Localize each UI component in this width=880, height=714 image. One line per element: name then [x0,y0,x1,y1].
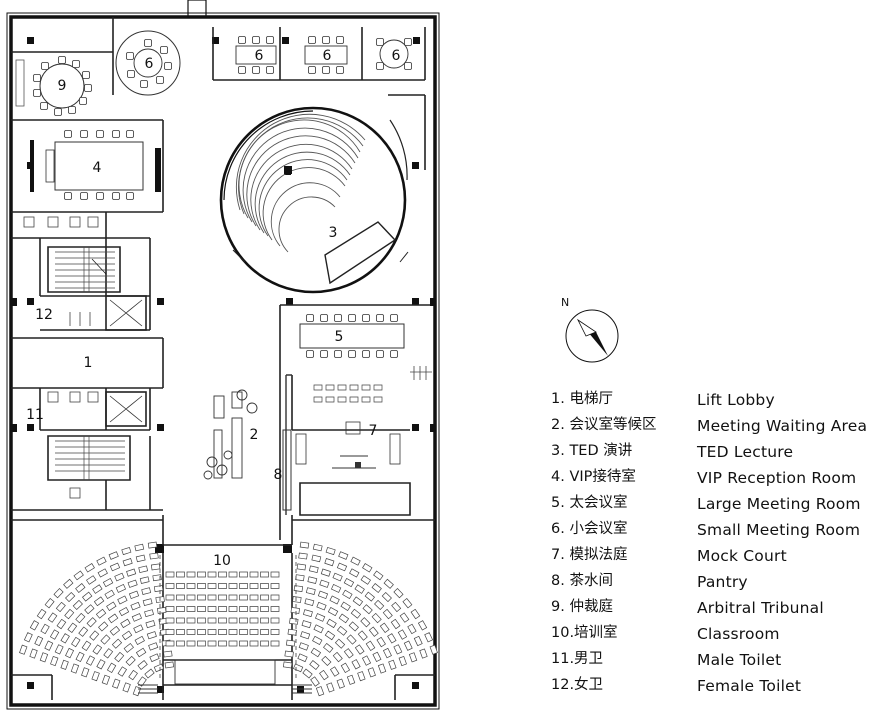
legend-item-chinese: 5. 太会议室 [551,495,628,511]
room-1-label: 1 [84,355,93,371]
legend-item-english: Male Toilet [697,651,782,669]
room-11-label: 11 [26,407,44,423]
legend-item: 12.女卫 Female Toilet [551,672,880,698]
room-4-label: 4 [93,160,102,176]
room-6a-label: 6 [145,56,154,72]
room-6b-label: 6 [255,48,264,64]
legend-item: 6. 小会议室 Small Meeting Room [551,516,880,542]
small-meeting-round-table [115,30,181,96]
legend-item-chinese: 3. TED 演讲 [551,443,633,459]
vip-room-furniture [30,130,161,200]
legend-item-chinese: 9. 仲裁庭 [551,599,613,615]
legend-item-chinese: 8. 茶水间 [551,573,613,589]
legend-item: 2. 会议室等候区 Meeting Waiting Area [551,412,880,438]
floor-plan: 9 6 6 6 6 4 3 5 12 1 11 2 7 8 10 [6,0,440,710]
small-meeting-tables [235,39,409,69]
stairs [55,247,125,480]
legend-item: 9. 仲裁庭 Arbitral Tribunal [551,594,880,620]
lift-shafts [109,299,143,423]
legend-item-english: Female Toilet [697,677,802,695]
legend-item-english: Large Meeting Room [697,495,861,513]
legend-item-english: Classroom [697,625,780,643]
ted-lecture-hall [219,106,409,294]
outer-walls [6,0,440,710]
arbitral-tribunal-furniture [15,56,92,116]
room-3-label: 3 [329,225,338,241]
room-5-label: 5 [335,329,344,345]
legend-item-chinese: 1. 电梯厅 [551,391,613,407]
legend-item-english: Arbitral Tribunal [697,599,824,617]
legend-item: 4. VIP接待室 VIP Reception Room [551,464,880,490]
mock-court-furniture [295,384,419,469]
room-8-label: 8 [274,467,283,483]
legend-item-chinese: 2. 会议室等候区 [551,417,657,433]
classroom-stage [138,659,312,694]
legend-item-english: Pantry [697,573,748,591]
legend-item-english: Small Meeting Room [697,521,861,539]
legend-item-english: Meeting Waiting Area [697,417,868,435]
legend-item: 5. 太会议室 Large Meeting Room [551,490,880,516]
room-2-label: 2 [250,427,259,443]
legend: 1. 电梯厅 Lift Lobby 2. 会议室等候区 Meeting Waiting… [551,386,880,698]
north-arrow-icon [565,309,619,363]
legend-item: 7. 模拟法庭 Mock Court [551,542,880,568]
room-12-label: 12 [35,307,53,323]
legend-item-english: Mock Court [697,547,787,565]
legend-item-chinese: 4. VIP接待室 [551,469,636,485]
pantry-counter [282,374,292,515]
room-6d-label: 6 [392,48,401,64]
room-7-label: 7 [369,423,378,439]
legend-item: 3. TED 演讲 TED Lecture [551,438,880,464]
classroom-center-seating [165,571,280,647]
legend-item-chinese: 12.女卫 [551,677,604,693]
classroom-left-seating [19,541,174,697]
legend-item-chinese: 10.培训室 [551,625,618,641]
legend-item-english: Lift Lobby [697,391,775,409]
legend-item: 8. 茶水间 Pantry [551,568,880,594]
legend-item-english: VIP Reception Room [697,469,857,487]
room-10-label: 10 [213,553,231,569]
room-9-label: 9 [58,78,67,94]
waiting-area-furniture [203,389,258,480]
large-meeting-room-furniture [299,314,432,380]
legend-item-english: TED Lecture [697,443,794,461]
toilet-fixtures [23,216,99,499]
room-labels: 9 6 6 6 6 4 3 5 12 1 11 2 7 8 10 [26,48,400,569]
legend-item: 1. 电梯厅 Lift Lobby [551,386,880,412]
interior-walls [11,17,435,700]
north-label: N [561,296,570,309]
legend-item-chinese: 11.男卫 [551,651,604,667]
classroom-right-seating [283,541,438,697]
legend-item-chinese: 7. 模拟法庭 [551,547,628,563]
legend-item: 10.培训室 Classroom [551,620,880,646]
legend-item-chinese: 6. 小会议室 [551,521,628,537]
legend-item: 11.男卫 Male Toilet [551,646,880,672]
structural-columns [11,37,436,693]
room-6c-label: 6 [323,48,332,64]
